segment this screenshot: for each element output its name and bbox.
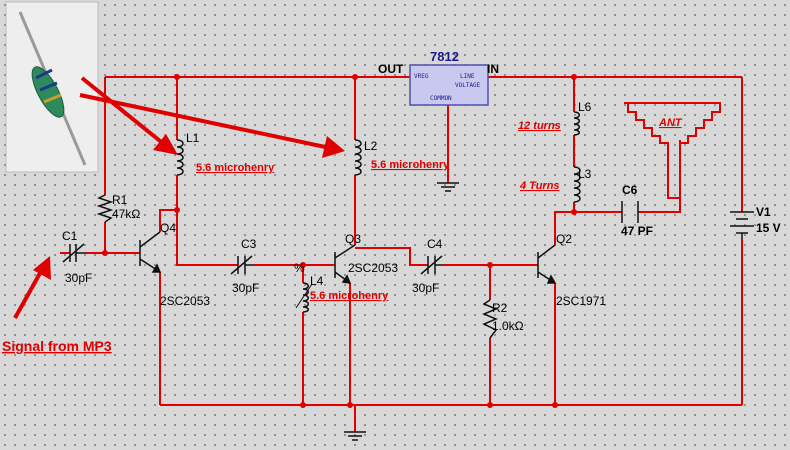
l3-note: 4 Turns — [519, 180, 560, 192]
l4-note: 5.6 microhenry — [310, 290, 389, 302]
inductor-l2: L2 5.6 microhenry — [354, 139, 450, 176]
regulator-line1: VREG — [414, 73, 429, 80]
regulator-7812: 7812 OUT IN VREG LINE VOLTAGE COMMON — [378, 49, 499, 106]
l6-ref: L6 — [578, 100, 592, 114]
c4-value: 30pF — [412, 281, 439, 295]
ground-symbol-main — [344, 431, 366, 441]
regulator-line3: VOLTAGE — [455, 82, 481, 89]
capacitor-c1: C1 30pF — [62, 229, 92, 285]
q2-part: 2SC1971 — [556, 294, 606, 308]
junctions — [102, 74, 577, 408]
l1-note: 5.6 microhenry — [196, 162, 275, 174]
regulator-line4: COMMON — [430, 95, 452, 102]
l2-note: 5.6 microhenry — [371, 159, 450, 171]
signal-label: Signal from MP3 — [2, 338, 112, 354]
inductor-photo — [5, 1, 99, 173]
q3-ref: Q3 — [345, 232, 361, 246]
v1-ref: V1 — [756, 205, 771, 219]
capacitor-c3: C3 30pF — [230, 237, 259, 295]
r2-value: 1.0kΩ — [492, 319, 524, 333]
l6-note: 12 turns — [518, 120, 561, 132]
resistor-r1: R1 47kΩ — [96, 193, 140, 223]
regulator-body — [409, 64, 489, 106]
ground-symbol-regulator — [437, 182, 459, 192]
transistor-q4: Q4 2SC2053 — [139, 221, 210, 308]
antenna: ANT — [624, 102, 721, 199]
c3-ref: C3 — [241, 237, 257, 251]
q3-part: 2SC2053 — [348, 261, 398, 275]
regulator-out-label: OUT — [378, 62, 404, 76]
c1-value: 30pF — [65, 271, 92, 285]
c3-value: 30pF — [232, 281, 259, 295]
c6-ref: C6 — [622, 183, 638, 197]
transistor-q3: Q3 2SC2053 — [334, 232, 398, 284]
arrow-to-l2 — [79, 93, 331, 150]
r1-value: 47kΩ — [112, 207, 140, 221]
inductor-l1: L1 5.6 microhenry — [176, 131, 275, 176]
c1-ref: C1 — [62, 229, 78, 243]
capacitor-c6: C6 47 PF — [621, 183, 653, 238]
r1-ref: R1 — [112, 193, 128, 207]
l3-ref: L3 — [578, 167, 592, 181]
arrow-to-l1 — [80, 76, 167, 147]
q4-part: 2SC2053 — [160, 294, 210, 308]
l4-ref: L4 — [310, 274, 324, 288]
inductor-l4: % L4 5.6 microhenry — [294, 261, 389, 313]
antenna-label: ANT — [658, 117, 683, 129]
inductor-photo-body — [31, 66, 65, 118]
transistor-q2: Q2 2SC1971 — [537, 232, 606, 308]
regulator-in-label: IN — [487, 62, 499, 76]
regulator-part: 7812 — [430, 49, 459, 64]
capacitor-c4: C4 30pF — [412, 237, 443, 295]
annotation-arrows — [13, 76, 345, 319]
inductor-l6: L6 12 turns — [518, 100, 592, 136]
l2-ref: L2 — [364, 139, 378, 153]
regulator-line2: LINE — [460, 73, 475, 80]
q4-ref: Q4 — [160, 221, 176, 235]
battery-v1: V1 15 V — [730, 205, 781, 240]
wires — [60, 76, 743, 432]
r2-ref: R2 — [492, 301, 508, 315]
inductor-l3: L3 4 Turns — [519, 166, 592, 203]
arrow-signal — [13, 265, 46, 319]
c4-ref: C4 — [427, 237, 443, 251]
c6-value: 47 PF — [621, 224, 653, 238]
l4-mark: % — [294, 261, 305, 275]
q2-ref: Q2 — [556, 232, 572, 246]
resistor-r2: R2 1.0kΩ — [482, 299, 524, 339]
v1-value: 15 V — [756, 221, 781, 235]
l1-ref: L1 — [186, 131, 200, 145]
